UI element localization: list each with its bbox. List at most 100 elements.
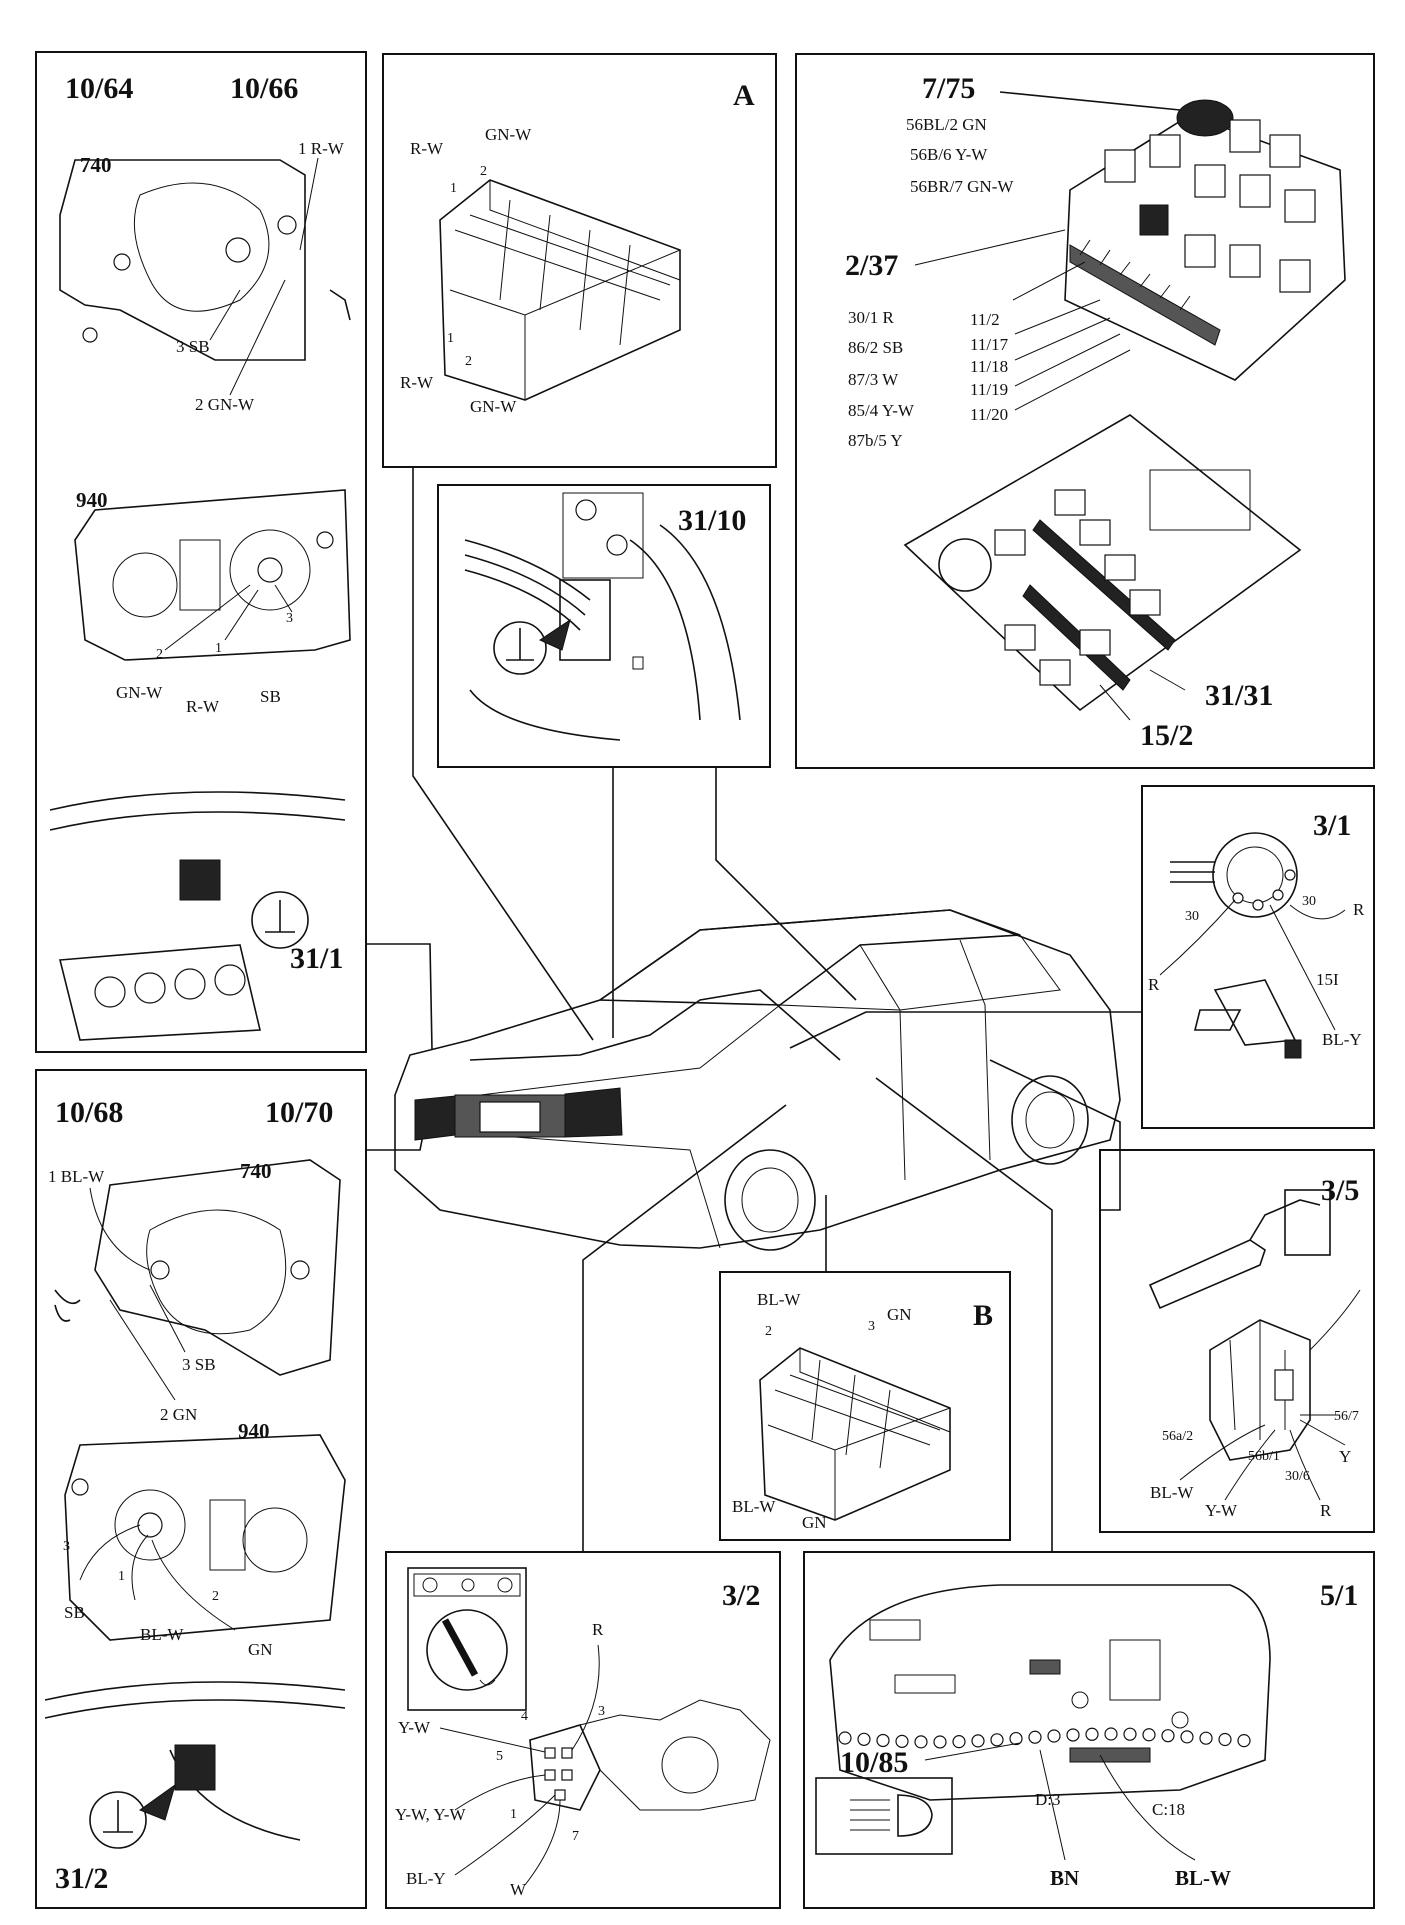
connector-b-letter: B <box>973 1299 993 1332</box>
panel-instrument <box>803 1551 1375 1909</box>
panel-stalk <box>1099 1149 1375 1533</box>
wire-label: SB <box>260 687 281 706</box>
connector-b-drawing <box>759 1347 951 1521</box>
wire-label: GN-W <box>485 125 532 144</box>
contact-pin <box>952 1735 966 1749</box>
wire-label: 2 <box>765 1324 772 1339</box>
panel-fusebox <box>795 53 1375 769</box>
wire-label: R <box>1148 975 1160 994</box>
relay-wire: 56BL/2 GN <box>906 115 987 134</box>
wire-label: 4 <box>521 1709 528 1724</box>
ignition-code: 3/1 <box>1313 809 1351 842</box>
wire-label: 1 <box>215 641 222 656</box>
wire-label: 3 SB <box>182 1355 216 1374</box>
wire-label: Y-W <box>398 1718 431 1737</box>
fusebox-fuse-code: 15/2 <box>1140 719 1193 752</box>
light-switch-drawing <box>407 1567 771 1811</box>
wire-label: 2 <box>465 354 472 369</box>
headlamp-top-ground: 31/1 <box>290 942 343 975</box>
wire-label: 1 <box>510 1807 517 1822</box>
instrument-cluster-drawing <box>829 1584 1271 1801</box>
contact-pin <box>933 1735 947 1749</box>
wire-label: Y-W, Y-W <box>395 1805 466 1824</box>
headlamp-bottom-code-a: 10/68 <box>55 1096 123 1129</box>
panel-connector-a <box>382 53 777 468</box>
pin-wire: 86/2 SB <box>848 338 903 357</box>
fusebox-ground-code: 31/31 <box>1205 679 1273 712</box>
wire-label: 2 GN-W <box>195 395 255 414</box>
wire-label: BL-Y <box>406 1869 446 1888</box>
relay-wire: 56B/6 Y-W <box>910 145 988 164</box>
wire-label: 56b/1 <box>1248 1449 1280 1464</box>
wire-label: BN <box>1050 1866 1079 1890</box>
wire-label: 56/7 <box>1334 1409 1359 1424</box>
contact-pin <box>1199 1731 1213 1745</box>
fuse-label: 11/17 <box>970 335 1009 354</box>
contact-pin <box>1237 1734 1251 1748</box>
wire-label: GN <box>887 1305 912 1324</box>
wire-label: 1 <box>450 181 457 196</box>
wire-label: 1 R-W <box>298 139 345 158</box>
contact-pin <box>1123 1727 1137 1741</box>
wire-label: 7 <box>572 1829 579 1844</box>
contact-pin <box>1047 1729 1061 1743</box>
wire-label: BL-W <box>1150 1483 1194 1502</box>
pin-wire: 85/4 Y-W <box>848 401 915 420</box>
headlamp-bottom-code-b: 10/70 <box>265 1096 333 1129</box>
headlamp-bottom-model-a: 740 <box>240 1159 272 1183</box>
contact-pin <box>914 1735 928 1749</box>
headlamp-bottom-model-b: 940 <box>238 1419 270 1443</box>
headlight-symbol-box <box>815 1777 953 1855</box>
ground-311-drawing <box>49 791 346 1041</box>
panel-connector-b <box>719 1271 1011 1541</box>
contact-pin <box>857 1732 871 1746</box>
headlamp-top-code-a: 10/64 <box>65 72 133 105</box>
contact-pin <box>1009 1731 1023 1746</box>
headlamp-940-drawing <box>74 489 351 661</box>
wire-label: R <box>592 1620 604 1639</box>
instrument-lamp-code: 10/85 <box>840 1746 908 1779</box>
wire-label: BL-W <box>1175 1866 1231 1890</box>
wire-label: 56a/2 <box>1162 1429 1193 1444</box>
fusebox-relay-code: 7/75 <box>922 72 975 105</box>
wire-label: R-W <box>410 139 444 158</box>
panel-headlamp-bottom <box>35 1069 367 1909</box>
wire-label: 3 <box>286 611 293 626</box>
headlamp-bottom-ground: 31/2 <box>55 1862 108 1895</box>
car-illustration <box>394 909 1121 1251</box>
wire-label: 3 SB <box>176 337 210 356</box>
contact-pin <box>1066 1728 1080 1742</box>
connector-a-letter: A <box>733 79 755 112</box>
contact-pin <box>971 1734 985 1748</box>
panel-ground-3110 <box>437 484 771 768</box>
wire-label: 1 BL-W <box>48 1167 105 1186</box>
wire-label: 30 <box>1302 894 1316 909</box>
wire-label: GN-W <box>470 397 517 416</box>
wire-label: 2 <box>156 647 163 662</box>
wire-label: BL-W <box>732 1497 776 1516</box>
light-switch-code: 3/2 <box>722 1579 760 1612</box>
headlamp-top-code-b: 10/66 <box>230 72 298 105</box>
fuse-label: 11/18 <box>970 357 1008 376</box>
ground-3110-code: 31/10 <box>678 504 746 537</box>
wire-label: Y-W <box>1205 1501 1238 1520</box>
wire-label: R <box>1353 900 1365 919</box>
headlamp-top-model-b: 940 <box>76 488 108 512</box>
wire-label: BL-W <box>140 1625 184 1644</box>
wire-label: W <box>510 1880 527 1899</box>
wire-label: Y <box>1339 1447 1351 1466</box>
wire-label: 5 <box>496 1749 503 1764</box>
contact-pin <box>990 1733 1004 1747</box>
contact-pin <box>1028 1730 1042 1744</box>
wire-label: R-W <box>400 373 434 392</box>
wire-label: 15I <box>1316 970 1339 989</box>
wire-label: SB <box>64 1603 85 1622</box>
wire-label: D:3 <box>1035 1790 1061 1809</box>
contact-pin <box>895 1734 909 1748</box>
fuse-label: 11/19 <box>970 380 1008 399</box>
wire-label: 2 GN <box>160 1405 197 1424</box>
panel-headlamp-top <box>35 51 367 1053</box>
headlamp-740-lower-drawing <box>54 1159 341 1376</box>
relay-box-drawing <box>1064 99 1346 381</box>
wire-label: 1 <box>447 331 454 346</box>
